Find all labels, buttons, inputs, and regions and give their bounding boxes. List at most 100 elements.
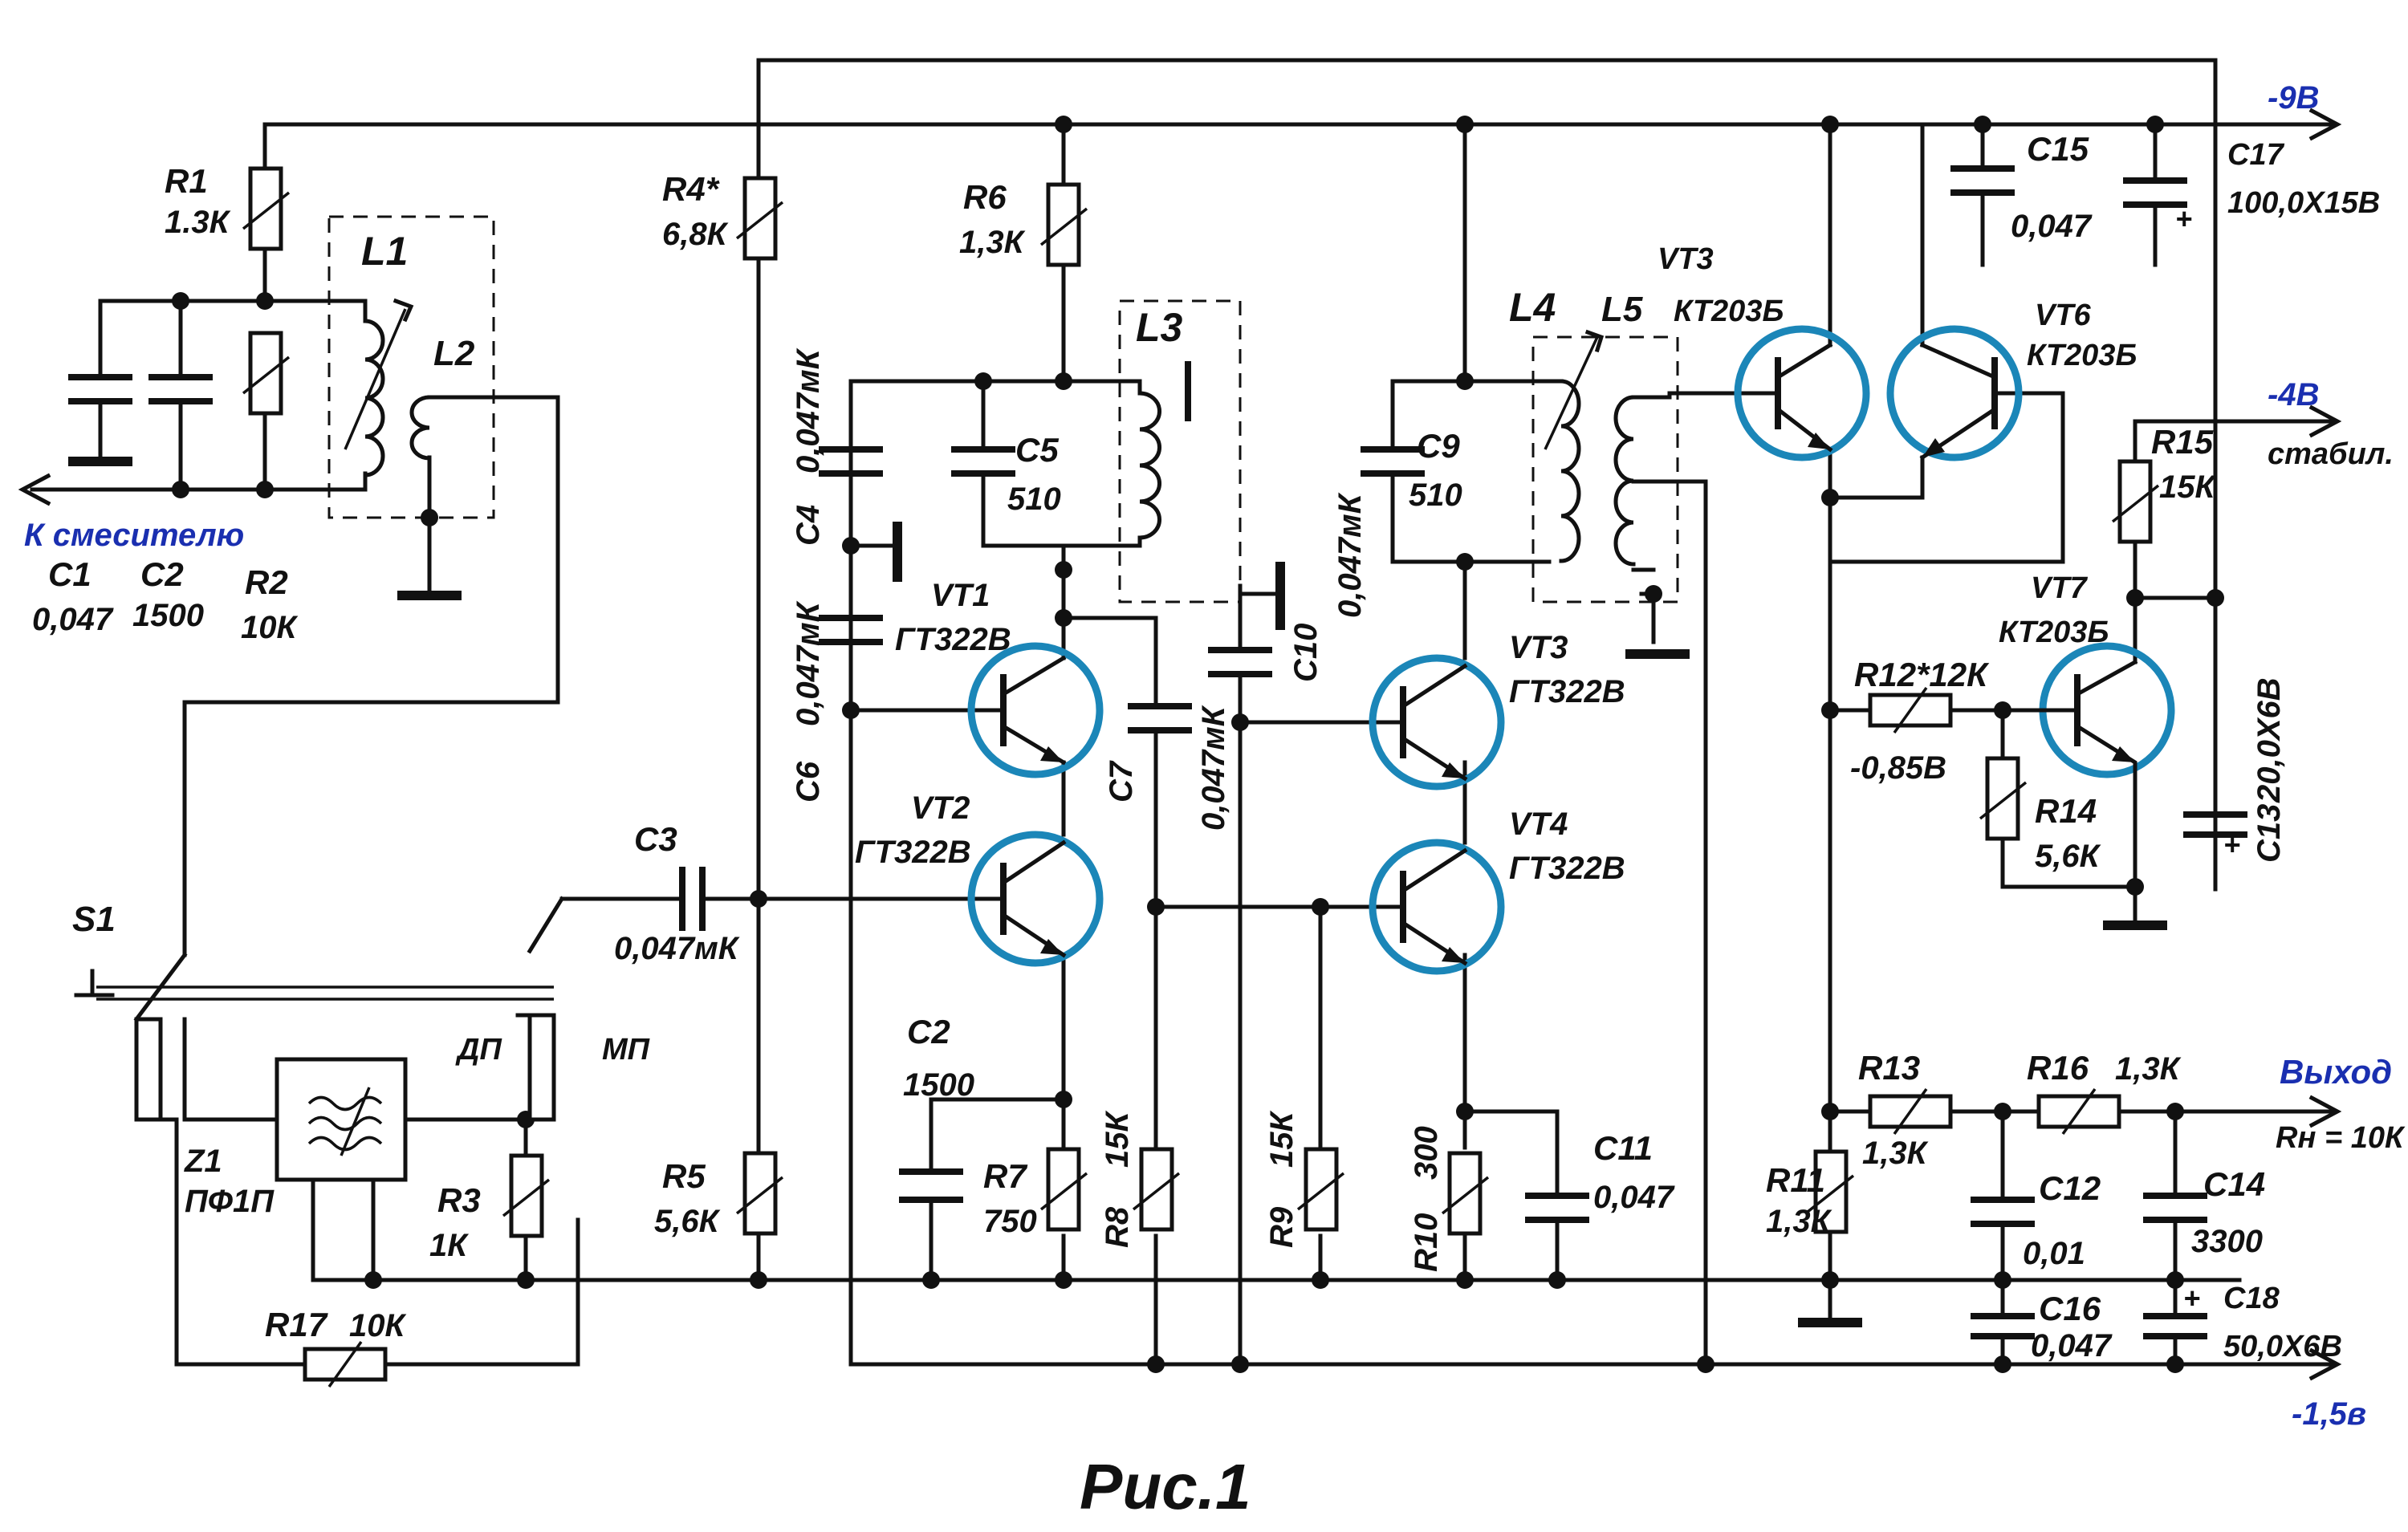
output-load: Rн = 10К <box>2276 1121 2406 1155</box>
label-resistors-R6-value: 1,3К <box>959 225 1026 260</box>
inductors <box>344 298 1636 567</box>
capacitor-C2b <box>899 1168 963 1203</box>
label-resistors-R3-value: 1К <box>429 1228 469 1263</box>
label-capacitors-C2a-name: C2 <box>140 555 184 593</box>
label-resistors-R2-name: R2 <box>245 563 288 601</box>
inductor-L5 <box>1613 395 1636 567</box>
label-resistors-R14-value: 5,6К <box>2035 839 2101 874</box>
label-capacitors-C13-value: 20,0X6В <box>2251 677 2287 803</box>
label-capacitors-C2b-value: 1500 <box>903 1067 974 1103</box>
label-transistors-VT6-name: VT6 <box>2035 299 2092 332</box>
to-mixer-label: К смесителю <box>24 518 244 553</box>
label-resistors-R10-name: R10 <box>1409 1213 1444 1272</box>
transistor-VT4 <box>1369 839 1505 975</box>
label-capacitors-C7-value: 0,047мК <box>1196 705 1231 831</box>
label-capacitors-C18-value: 50,0X6В <box>2223 1330 2342 1363</box>
label-capacitors-C1-value: 0,047 <box>32 602 114 637</box>
label-resistors-R13-value: 1,3К <box>1862 1136 1929 1171</box>
wiring <box>30 58 2334 1367</box>
label-capacitors-C14-name: C14 <box>2203 1165 2265 1203</box>
resistor-R2 <box>242 331 291 416</box>
label-transistors-VT1-name: VT1 <box>931 578 990 613</box>
label-resistors-R5-value: 5,6К <box>654 1204 721 1239</box>
label-resistors-R1-name: R1 <box>165 162 208 200</box>
rail-minus9-label: -9В <box>2268 80 2319 116</box>
transistor-VT6 <box>1886 325 2023 461</box>
label-resistors-R9-value: 15К <box>1264 1111 1300 1168</box>
label-inductors-L3: L3 <box>1136 305 1183 350</box>
resistor-R9 <box>1296 1147 1345 1232</box>
capacitor-C9 <box>1361 446 1425 477</box>
capacitor-C17 <box>2123 177 2187 208</box>
transistor-VT1 <box>967 642 1104 778</box>
resistor-R8 <box>1132 1147 1181 1232</box>
label-capacitors-C5-name: C5 <box>1015 431 1059 469</box>
capacitor-C15 <box>1950 165 2015 196</box>
ground-symbols <box>68 457 2167 1327</box>
resistor-R11 <box>1806 1149 1855 1234</box>
label-capacitors-C3-value: 0,047мК <box>614 931 740 966</box>
resistor-R12 <box>1868 686 1953 734</box>
resistor-R15 <box>2111 459 2160 544</box>
label-dp: ДП <box>455 1033 502 1067</box>
label-resistors-R4-name: R4* <box>662 170 720 208</box>
label-S1: S1 <box>72 900 116 939</box>
label-resistors-R5-name: R5 <box>662 1157 706 1195</box>
label-capacitors-C14-value: 3300 <box>2191 1224 2263 1259</box>
resistor-R3 <box>502 1153 551 1238</box>
label-resistors-R11-value: 1,3К <box>1766 1204 1832 1239</box>
labels: -9В -4В стабил. -1,5в Выход Rн = 10К К с… <box>24 80 2406 1522</box>
inductor-L3 <box>1137 391 1161 540</box>
label-polarity_plus: + <box>2223 828 2240 861</box>
label-transistors-VT2-name: VT2 <box>911 790 970 826</box>
label-capacitors-C2a-value: 1500 <box>132 598 204 633</box>
label-capacitors-C4-value: 0,047мК <box>791 347 826 473</box>
label-resistors-R1-value: 1.3К <box>165 205 231 240</box>
resistor-R13 <box>1868 1087 1953 1136</box>
figure-title: Рис.1 <box>1080 1451 1251 1522</box>
label-resistors-R4-value: 6,8К <box>662 217 729 252</box>
label-resistors-R11-name: R11 <box>1766 1161 1825 1199</box>
inductor-L4 <box>1559 379 1581 563</box>
capacitor-C12 <box>1971 1197 2035 1227</box>
junction-dots <box>172 116 2224 1373</box>
label-transistors-VT7-type: КТ203Б <box>1999 616 2109 649</box>
resistors <box>242 166 2160 1388</box>
label-inductors-L5: L5 <box>1601 290 1643 329</box>
transistor-VT3a <box>1369 654 1505 790</box>
label-capacitors-C11-value: 0,047 <box>1593 1180 1675 1215</box>
capacitor-C14 <box>2143 1193 2207 1223</box>
label-capacitors-C10-value: 0,047мК <box>1332 492 1368 618</box>
label-transistors-VT7-name: VT7 <box>2031 571 2089 605</box>
switch-S1 <box>134 1013 556 1122</box>
output-label: Выход <box>2280 1053 2392 1091</box>
label-Z1: Z1 <box>184 1144 222 1179</box>
label-resistors-R15-value: 15К <box>2159 469 2216 505</box>
label-capacitors-C12-value: 0,01 <box>2023 1236 2085 1271</box>
capacitor-C2a <box>148 374 213 404</box>
label-capacitors-C18-name: C18 <box>2223 1282 2280 1315</box>
label-capacitors-C13-name: C13 <box>2251 804 2287 863</box>
capacitor-C6 <box>819 615 883 645</box>
label-resistors-R14-name: R14 <box>2035 792 2097 830</box>
label-transistors-VT4-type: ГТ322В <box>1509 851 1625 886</box>
transistor-VT3b <box>1734 325 1870 461</box>
label-capacitors-C16-value: 0,047 <box>2031 1328 2113 1363</box>
capacitor-C11 <box>1525 1193 1589 1223</box>
label-transistors-VT1-type: ГТ322В <box>895 622 1011 657</box>
label-inductors-L1: L1 <box>361 229 408 274</box>
capacitors <box>68 165 2247 1339</box>
label-resistors-R7-name: R7 <box>983 1157 1027 1195</box>
capacitor-C18 <box>2143 1313 2207 1339</box>
capacitor-C5 <box>951 446 1015 477</box>
rail-minus4-note: стабил. <box>2268 437 2394 471</box>
label-transistors-VT3a-name: VT3 <box>1509 630 1568 665</box>
coil-shields <box>327 215 1679 603</box>
label-capacitors-C9-value: 510 <box>1409 477 1462 513</box>
label-capacitors-C4-name: C4 <box>791 505 826 546</box>
label-capacitors-C7-name: C7 <box>1104 760 1139 803</box>
label-capacitors-C15-name: C15 <box>2027 130 2089 168</box>
label-resistors-R15-name: R15 <box>2151 423 2214 461</box>
label-capacitors-C6-name: C6 <box>791 761 826 803</box>
label-inductors-L4: L4 <box>1509 285 1556 330</box>
